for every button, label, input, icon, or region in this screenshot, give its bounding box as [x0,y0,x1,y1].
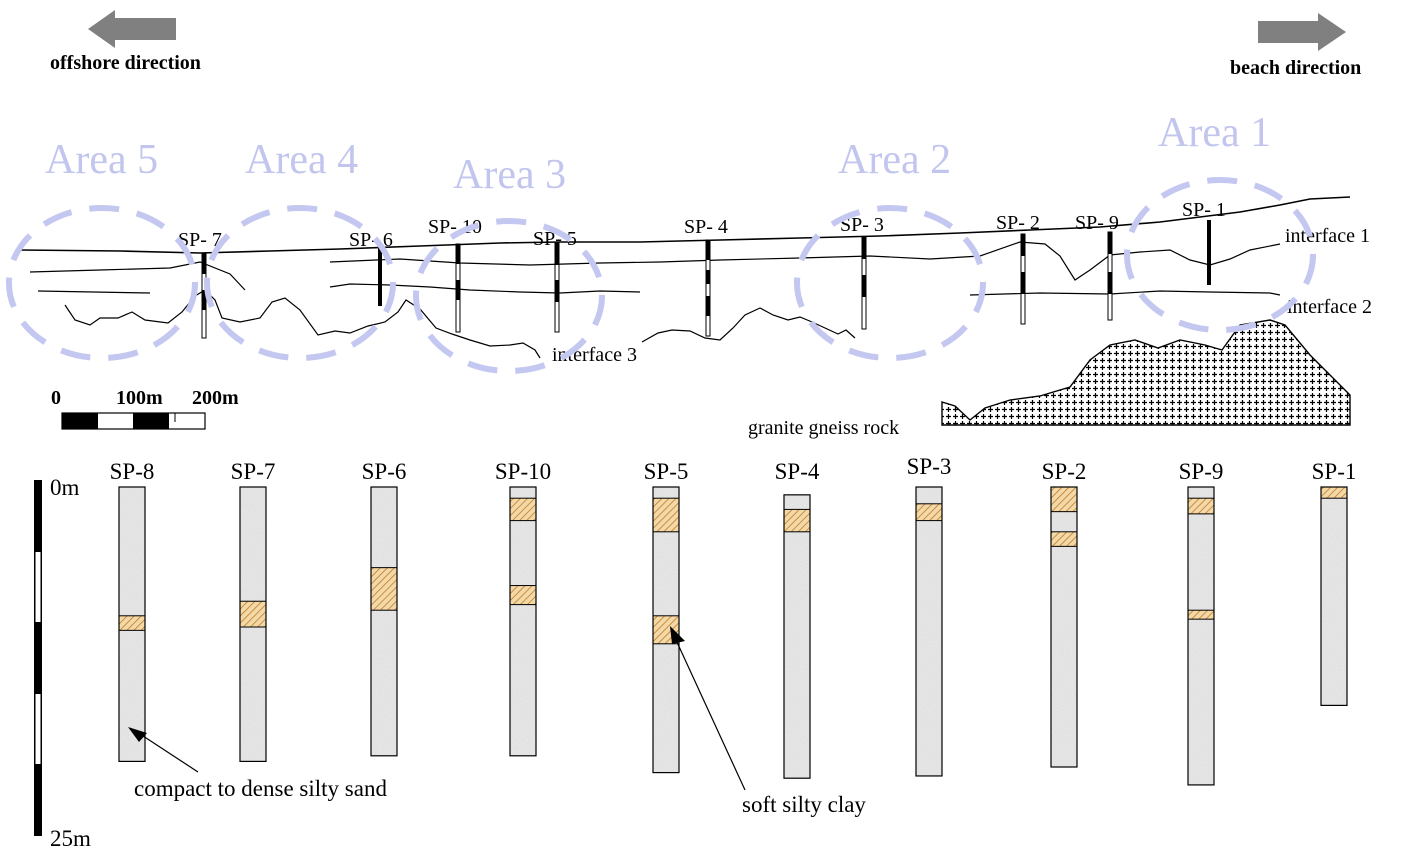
column-outline-sp7 [239,486,267,762]
column-outline-sp10 [509,486,537,757]
clay-layer-sp9-1 [1187,497,1215,515]
column-label-sp4: SP-4 [775,459,820,484]
interface-2-line [37,283,1281,296]
area-1-circle [1124,177,1316,333]
column-label-sp10: SP-10 [495,459,551,484]
clay-annotation: soft silty clay [742,792,866,817]
column-label-sp1: SP-1 [1312,459,1357,484]
column-outline-sp1 [1320,486,1348,706]
beach-direction-label: beach direction [1230,57,1361,79]
sand-annotation: compact to dense silty sand [134,776,387,801]
granite-rock-body [941,319,1351,426]
column-label-sp5: SP-5 [644,459,689,484]
area-5-label: Area 5 [45,137,158,183]
column-body-sp2 [1051,487,1077,767]
sand-arrowhead-icon [128,727,147,742]
depth-scale-bar [34,480,42,836]
clay-layer-sp2-1 [1050,486,1078,513]
sand-arrow [139,733,199,773]
profile-borehole-sp6 [378,248,382,306]
column-outline-sp6 [370,486,398,757]
clay-layer-sp7-1 [239,600,267,628]
clay-layer-sp2-2 [1050,531,1078,547]
column-label-sp8: SP-8 [110,459,155,484]
profile-label-sp4: SP- 4 [684,216,728,238]
offshore-direction-label: offshore direction [50,52,201,74]
profile-borehole-sp5 [554,242,560,333]
column-body-sp4 [784,494,810,779]
granite-rock-label: granite gneiss rock [748,417,899,439]
clay-layer-sp10-1 [509,497,537,522]
clay-arrow [675,639,746,791]
clay-layer-sp4-1 [783,508,811,533]
clay-layer-sp3-1 [915,503,943,522]
column-outline-sp9 [1187,486,1215,786]
depth-label-bottom: 25m [50,826,91,850]
horizontal-scale-bar [61,412,206,430]
interface-3-line [64,289,856,359]
clay-layer-sp10-2 [509,585,537,606]
profile-label-sp2: SP- 2 [996,212,1040,234]
profile-label-sp7: SP- 7 [178,229,222,251]
column-body-sp1 [1321,487,1347,706]
scale-label-0: 0 [51,387,61,409]
clay-layer-sp5-1 [652,497,680,533]
right-arrow-icon [1258,13,1346,51]
ground-surface-line [19,196,1351,254]
column-body-sp6 [371,487,397,756]
interface-2-label: interface 2 [1287,296,1372,318]
column-label-sp2: SP-2 [1042,459,1087,484]
profile-borehole-sp9 [1107,231,1113,321]
column-outline-sp4 [783,494,811,779]
column-outline-sp8 [118,486,146,762]
area-2-label: Area 2 [838,137,951,183]
profile-borehole-sp1 [1207,220,1211,285]
profile-label-sp6: SP- 6 [349,229,393,251]
clay-layer-sp8-1 [118,615,146,631]
area-3-circle [413,218,605,374]
area-2-circle [794,205,986,361]
column-label-sp6: SP-6 [362,459,407,484]
column-label-sp9: SP-9 [1179,459,1224,484]
area-3-label: Area 3 [453,152,566,198]
profile-label-sp9: SP- 9 [1075,212,1119,234]
profile-label-sp10: SP- 10 [428,216,482,238]
clay-arrowhead-icon [670,626,685,644]
column-label-sp7: SP-7 [231,459,276,484]
column-outline-sp5 [652,486,680,774]
column-body-sp10 [510,487,536,756]
area-4-label: Area 4 [245,137,358,183]
profile-borehole-sp4 [705,239,711,337]
column-body-sp3 [916,487,942,776]
area-4-circle [204,205,396,361]
profile-borehole-sp3 [861,236,867,330]
clay-layer-sp9-2 [1187,609,1215,620]
profile-borehole-sp2 [1020,233,1026,325]
profile-borehole-sp10 [455,243,461,333]
interface-1-line [29,241,1281,291]
area-1-label: Area 1 [1158,110,1271,156]
area-5-circle [6,205,198,361]
column-outline-sp3 [915,486,943,777]
borehole-columns: SP-8 SP-7 SP-6 SP-10 SP-5 SP-4 SP-3 SP-2 SP-9 SP-… [110,454,1357,786]
profile-label-sp3: SP- 3 [840,214,884,236]
column-outline-sp2 [1050,486,1078,768]
scale-label-100m: 100m [116,387,163,409]
depth-label-top: 0m [50,475,80,500]
profile-label-sp1: SP- 1 [1182,199,1226,221]
interface-1-label: interface 1 [1285,225,1370,247]
clay-layer-sp1-1 [1320,486,1348,499]
column-label-sp3: SP-3 [907,454,952,479]
scale-label-200m: 200m [192,387,239,409]
column-body-sp9 [1188,487,1214,785]
left-arrow-icon [88,10,176,48]
clay-layer-sp6-1 [370,567,398,611]
